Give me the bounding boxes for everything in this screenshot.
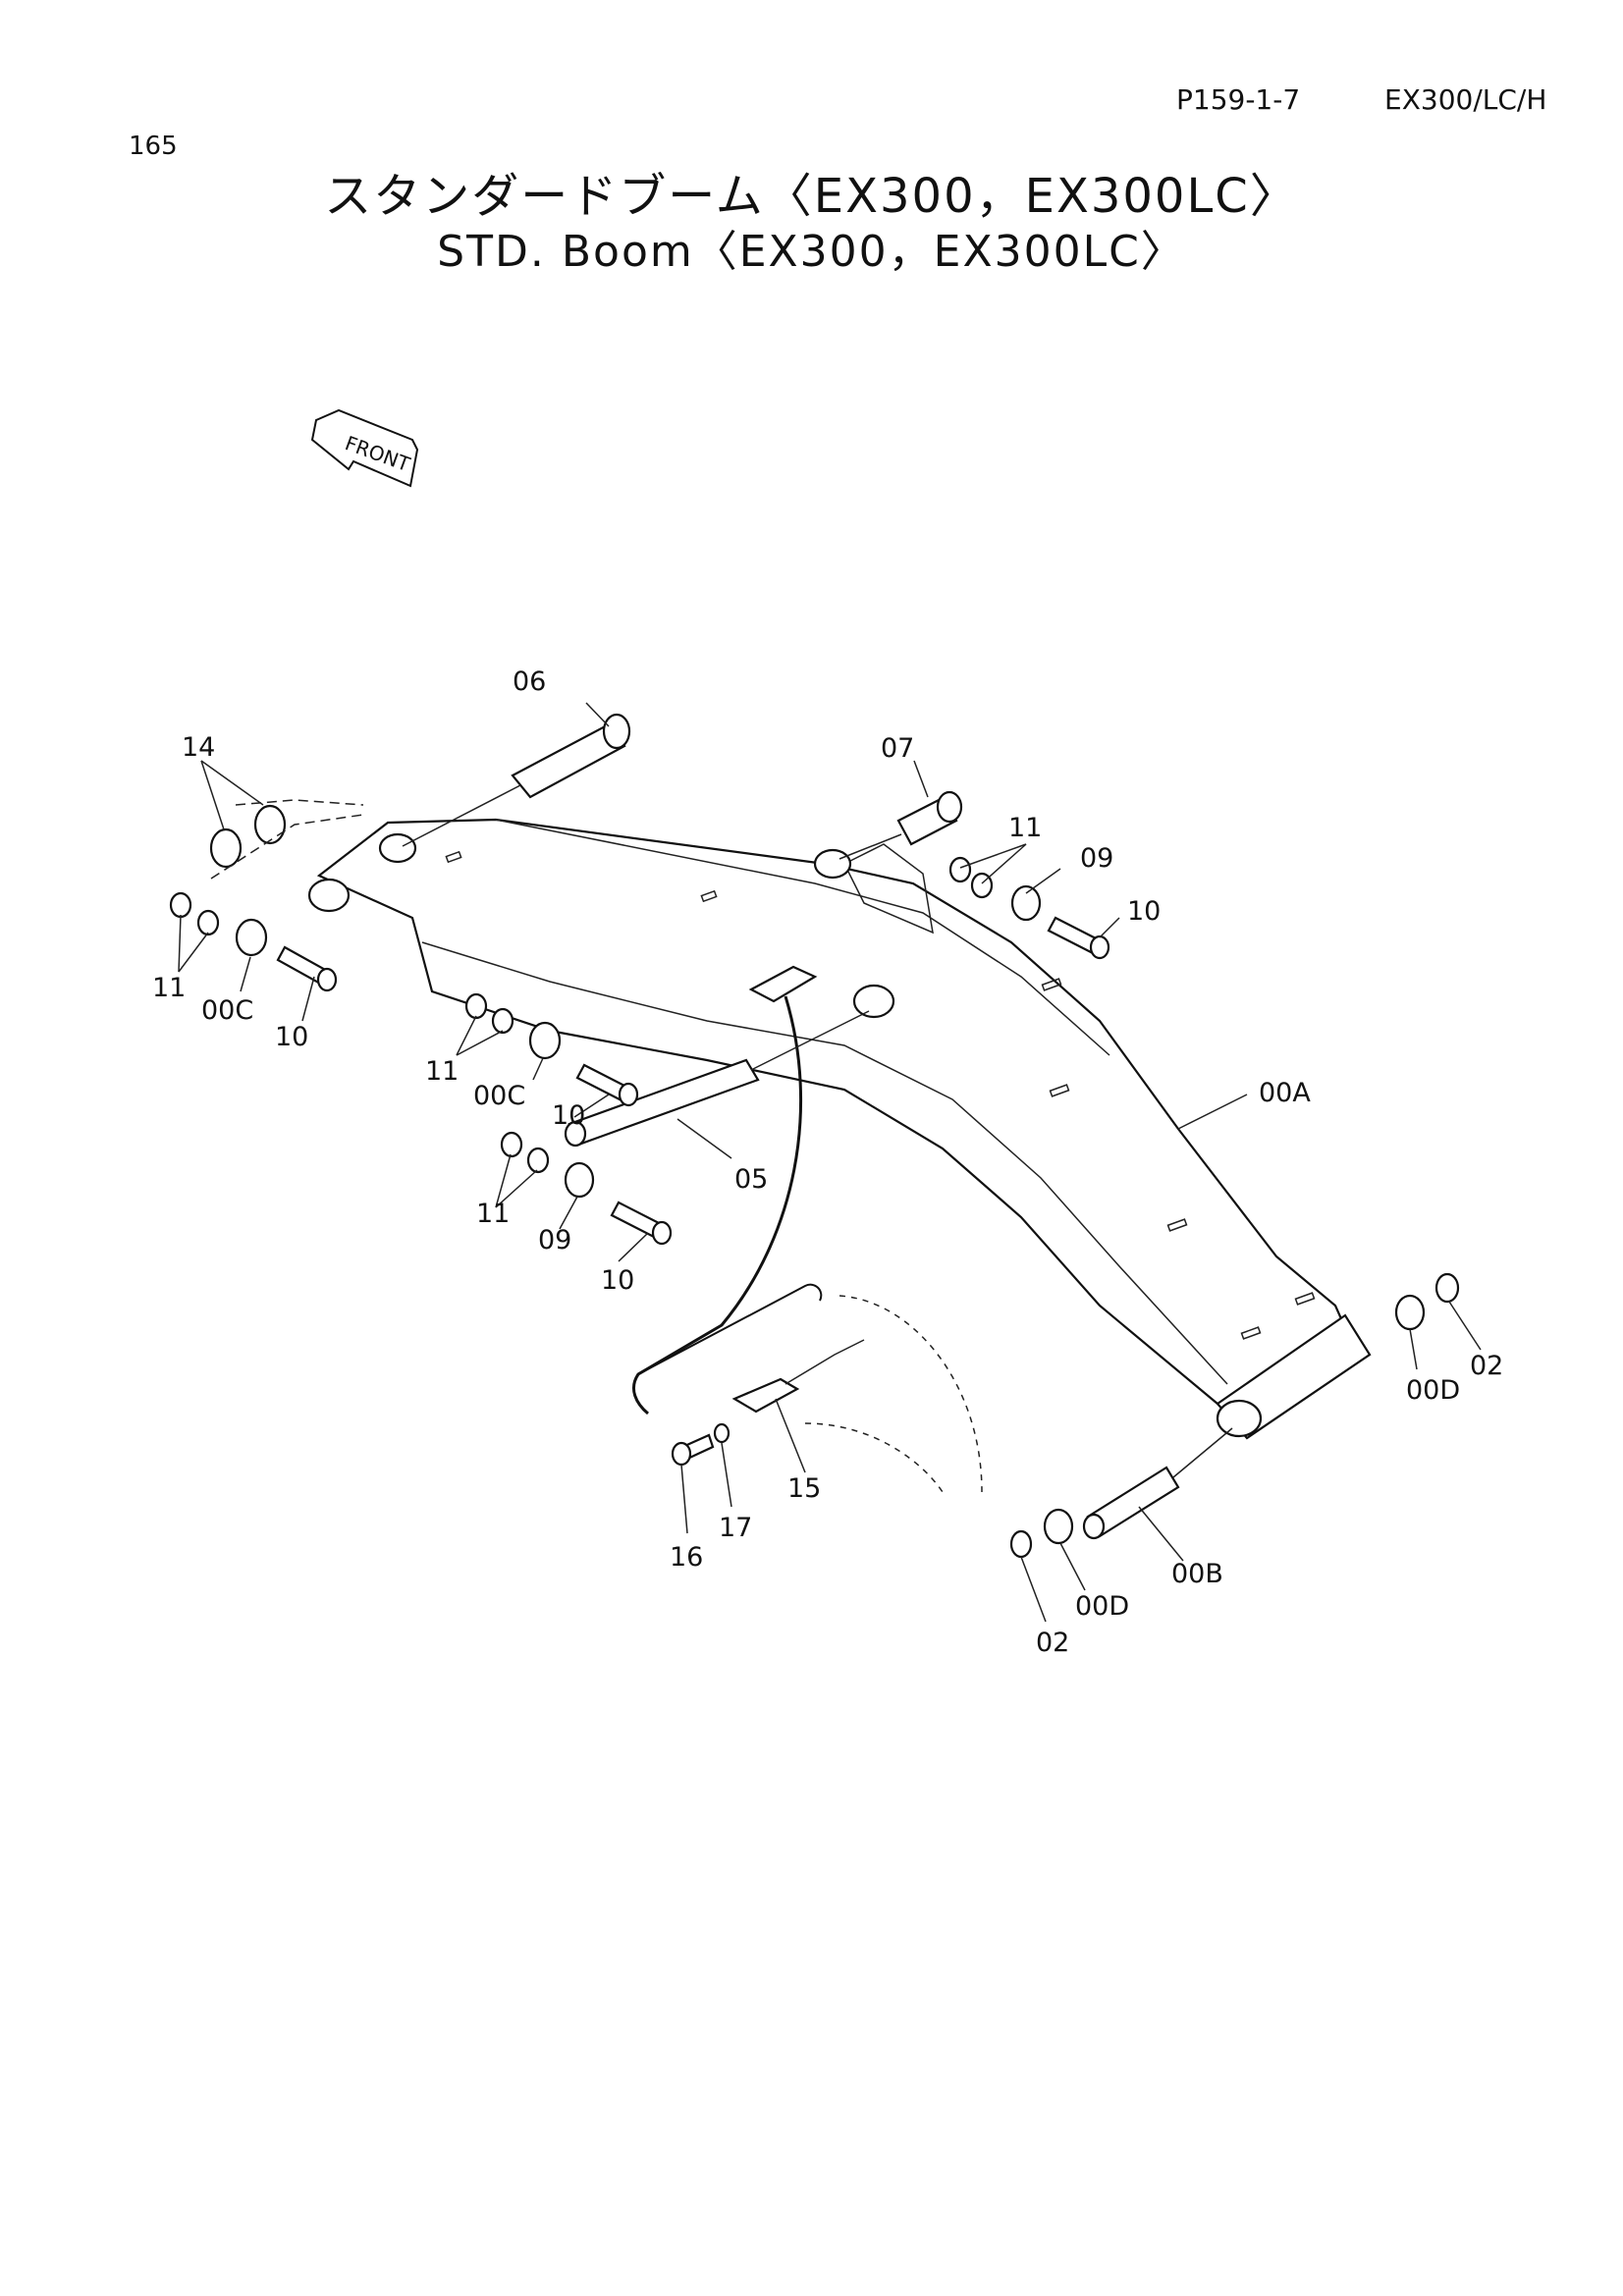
leader-lines — [178, 702, 1482, 1623]
callout-00a: 00A — [1259, 1078, 1311, 1108]
callout-07: 07 — [881, 733, 914, 764]
hose-line — [632, 995, 803, 1415]
callout-05: 05 — [734, 1164, 768, 1195]
washer-14 — [209, 799, 364, 880]
callout-10-top-right: 10 — [1127, 896, 1161, 927]
callout-00b: 00B — [1171, 1559, 1223, 1589]
fender-outline — [839, 1295, 983, 1493]
pin-00b — [1082, 1427, 1233, 1540]
callout-02-right: 02 — [1470, 1351, 1503, 1381]
foot-collars-left — [1009, 1508, 1074, 1559]
callout-15: 15 — [787, 1473, 821, 1504]
front-arrow-icon: FRONT — [310, 408, 419, 488]
callout-00d-lower: 00D — [1075, 1591, 1129, 1622]
fastener-set-middle — [464, 992, 639, 1107]
title-english: STD. Boom〈EX300，EX300LC〉 — [437, 227, 1186, 277]
callout-labels: 06 14 07 11 09 10 11 00C 10 11 00C 10 00… — [152, 667, 1503, 1658]
page-number: 165 — [129, 132, 178, 161]
callout-11-middle: 11 — [425, 1056, 459, 1087]
callout-00c-left: 00C — [201, 995, 253, 1026]
boom-body — [307, 818, 1372, 1440]
callout-00c-middle: 00C — [473, 1081, 525, 1111]
reference-code: P159-1-7 — [1176, 83, 1301, 116]
fastener-set-top-left — [169, 891, 338, 992]
callout-10-lower: 10 — [601, 1265, 634, 1296]
callout-09-lower: 09 — [538, 1225, 571, 1255]
callout-11-top-right: 11 — [1008, 813, 1042, 843]
fastener-set-lower — [500, 1131, 673, 1246]
pin-07 — [839, 790, 963, 860]
callout-16: 16 — [670, 1542, 703, 1573]
title-japanese: スタンダードブーム〈EX300，EX300LC〉 — [324, 169, 1299, 224]
callout-11-lower: 11 — [476, 1199, 510, 1229]
callout-11-left: 11 — [152, 973, 186, 1003]
callout-02-lower: 02 — [1036, 1628, 1069, 1658]
plate-15 — [671, 1339, 865, 1467]
callout-10-middle: 10 — [552, 1100, 585, 1131]
foot-collars-right — [1394, 1272, 1460, 1331]
front-label: FRONT — [342, 431, 413, 476]
pin-06 — [402, 713, 631, 847]
callout-10-left: 10 — [275, 1022, 308, 1052]
callout-14: 14 — [182, 732, 215, 763]
pin-05 — [564, 1010, 870, 1148]
callout-00d-right: 00D — [1406, 1375, 1460, 1406]
callout-17: 17 — [719, 1513, 752, 1543]
callout-06: 06 — [513, 667, 546, 697]
model-code: EX300/LC/H — [1384, 83, 1547, 116]
callout-09-top: 09 — [1080, 843, 1113, 874]
